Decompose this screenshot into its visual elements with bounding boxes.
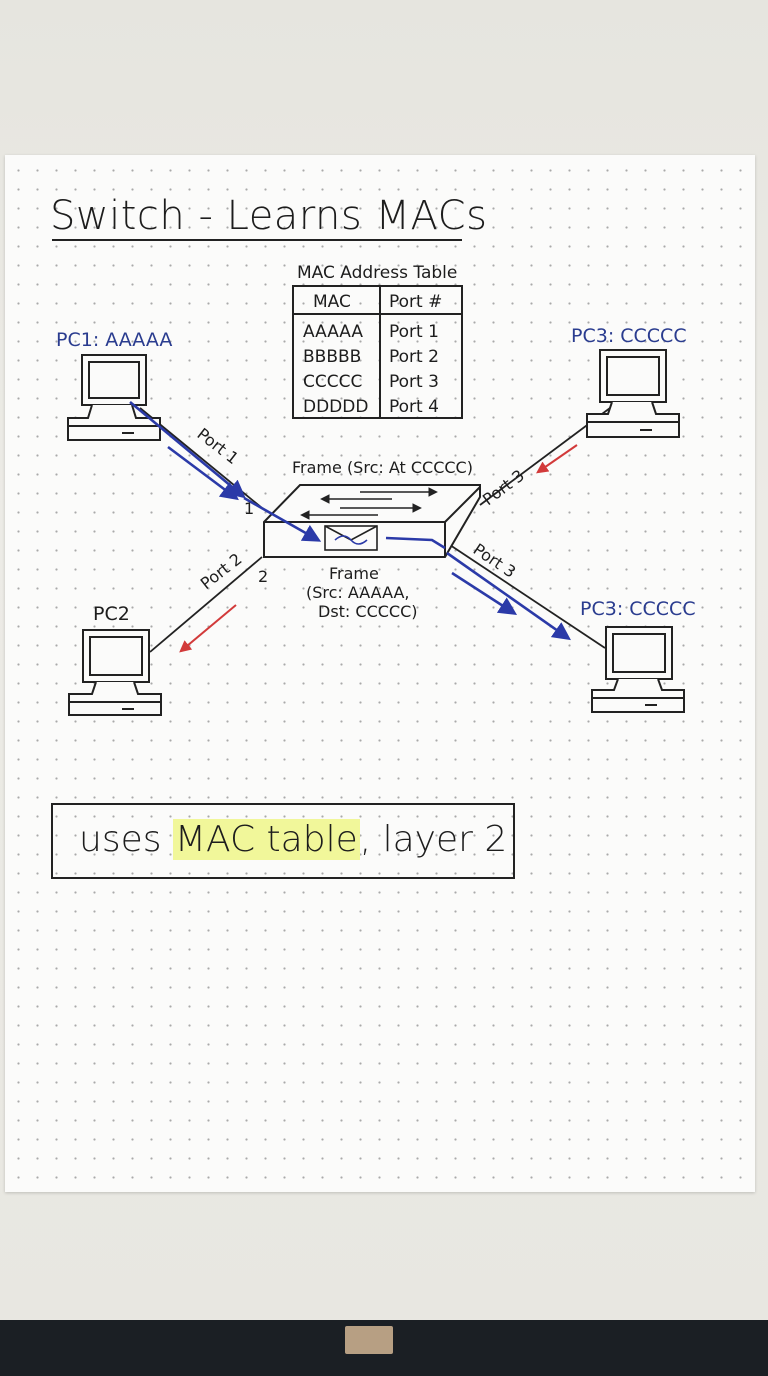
mac-table-cell: Port 1 — [389, 322, 439, 342]
mac-table-header-mac: MAC — [313, 292, 351, 312]
pc3-top-label: PC3: CCCCC — [571, 325, 687, 347]
pc1-label: PC1: AAAAA — [56, 329, 172, 351]
mac-table-cell: Port 4 — [389, 397, 439, 417]
mac-table-cell: Port 2 — [389, 347, 439, 367]
port1-number: 1 — [244, 499, 254, 518]
frame-bottom-title: Frame — [329, 564, 379, 583]
summary-text: uses MAC table, layer 2 — [79, 819, 507, 860]
summary-highlight: MAC table — [172, 819, 360, 860]
summary-suffix: , layer 2 — [359, 819, 508, 860]
pc1-computer-icon — [67, 354, 161, 441]
pc3-top-computer-icon — [586, 349, 680, 438]
pc3-bottom-computer-icon — [591, 626, 685, 713]
port2-number: 2 — [258, 567, 268, 586]
mac-table-cell: CCCCC — [303, 372, 362, 392]
pc2-label: PC2 — [93, 603, 130, 625]
page-title: Switch - Learns MACs — [50, 193, 488, 239]
mac-table-caption: MAC Address Table — [297, 263, 458, 283]
pc2-computer-icon — [68, 629, 162, 716]
frame-top-label: Frame (Src: At CCCCC) — [292, 458, 473, 477]
port3-top-label: Port 3 — [479, 466, 528, 509]
title-underline — [52, 239, 462, 241]
pc3-bottom-label: PC3: CCCCC — [580, 598, 696, 620]
mac-table — [292, 285, 463, 419]
summary-prefix: uses — [79, 819, 173, 860]
flood-arrows — [179, 444, 578, 653]
mac-table-cell: Port 3 — [389, 372, 439, 392]
mac-table-header-port: Port # — [389, 292, 442, 312]
frame-bottom-dst: Dst: CCCCC) — [318, 602, 418, 621]
summary-box: uses MAC table, layer 2 — [51, 803, 515, 879]
switch-arrows — [300, 487, 438, 520]
frame-bottom-src: (Src: AAAAA, — [306, 583, 410, 602]
port2-label: Port 2 — [197, 549, 246, 593]
mac-table-cell: AAAAA — [303, 322, 363, 342]
frame-envelope-icon — [324, 525, 378, 551]
mac-table-cell: DDDDD — [303, 397, 368, 417]
desk-leg — [345, 1326, 393, 1354]
mac-table-cell: BBBBB — [303, 347, 361, 367]
frame-flow-arrows — [129, 401, 571, 641]
